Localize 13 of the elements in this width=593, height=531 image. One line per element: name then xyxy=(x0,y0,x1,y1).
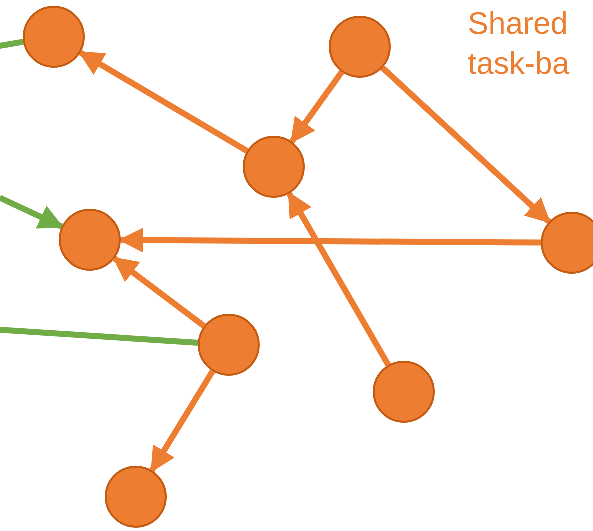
arrow xyxy=(112,256,206,329)
circle-node xyxy=(59,209,121,271)
circle-node xyxy=(243,136,305,198)
arrow xyxy=(150,370,216,473)
connector-line xyxy=(0,327,198,346)
arrow xyxy=(286,192,392,367)
arrow xyxy=(0,195,64,230)
arrow xyxy=(290,70,344,144)
arrow xyxy=(78,50,249,154)
note-text: Shared task-ba xyxy=(468,5,571,83)
connector-line xyxy=(0,39,24,49)
circle-node xyxy=(541,212,593,274)
arrow xyxy=(380,66,552,224)
